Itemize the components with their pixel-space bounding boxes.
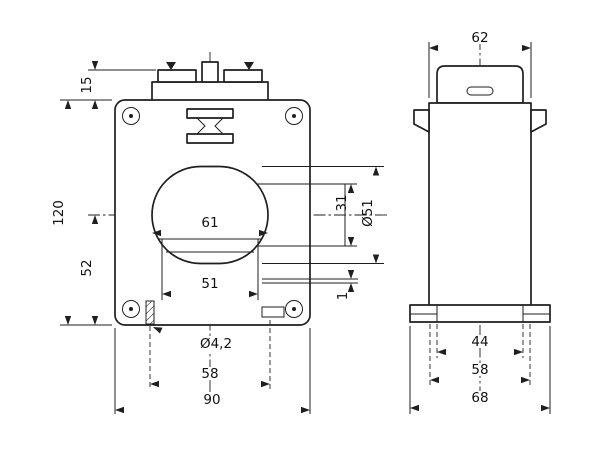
dim-label-44: 44 bbox=[471, 334, 488, 350]
dim-58-front: 58 bbox=[149, 320, 271, 390]
terminal-center-screw bbox=[201, 61, 219, 83]
terminal-screw-mark-right-icon bbox=[244, 62, 254, 70]
dim-label-120: 120 bbox=[51, 200, 67, 226]
slot-left bbox=[145, 300, 155, 325]
corner-screws bbox=[122, 107, 303, 318]
dim-label-51: 51 bbox=[201, 276, 218, 292]
front-view: 15 120 52 61 51 31 bbox=[51, 52, 388, 414]
terminal-tower-right bbox=[223, 69, 263, 83]
dim-58-side: 58 bbox=[429, 324, 531, 386]
side-cap bbox=[436, 65, 524, 104]
ear-right bbox=[530, 109, 547, 133]
dim-label-90: 90 bbox=[203, 392, 220, 408]
side-body bbox=[428, 102, 532, 308]
dim-label-52: 52 bbox=[79, 259, 95, 276]
winding-symbol bbox=[186, 108, 234, 144]
dim-51: 51 bbox=[161, 244, 259, 300]
mounting-slots bbox=[145, 300, 285, 325]
ear-left bbox=[413, 109, 430, 133]
dim-61: 61 bbox=[152, 215, 268, 237]
dim-62: 62 bbox=[428, 30, 532, 98]
terminal-block bbox=[151, 61, 269, 103]
dim-44: 44 bbox=[436, 324, 524, 358]
dim-label-31: 31 bbox=[334, 194, 350, 211]
side-view: 62 44 58 68 bbox=[409, 30, 551, 414]
terminal-screw-mark-left-icon bbox=[166, 62, 176, 70]
dim-31: 31 bbox=[334, 183, 357, 247]
screw-top-left-icon bbox=[122, 107, 140, 125]
dim-120: 120 bbox=[51, 100, 112, 326]
cap-slot bbox=[466, 86, 494, 96]
dim-label-62: 62 bbox=[471, 30, 488, 46]
side-window bbox=[257, 183, 346, 247]
dim-52: 52 bbox=[79, 215, 99, 325]
dim-dia51: Ø51 bbox=[262, 166, 384, 264]
dim-label-15: 15 bbox=[79, 76, 95, 93]
dim-label-61: 61 bbox=[201, 215, 218, 231]
dim-68: 68 bbox=[409, 326, 551, 414]
screw-top-right-icon bbox=[285, 107, 303, 125]
dim-dia42: Ø4,2 bbox=[152, 327, 238, 352]
terminal-tower-left bbox=[157, 69, 197, 83]
screw-bottom-right-icon bbox=[285, 300, 303, 318]
dim-label-68: 68 bbox=[471, 390, 488, 406]
center-opening bbox=[151, 165, 269, 265]
thin-plate bbox=[262, 278, 358, 284]
dim-label-58-front: 58 bbox=[201, 366, 218, 382]
dim-label-dia42: Ø4,2 bbox=[200, 336, 232, 352]
terminal-base bbox=[151, 81, 269, 103]
dim-1: 1 bbox=[335, 270, 355, 301]
side-base bbox=[409, 304, 551, 323]
dim-label-1: 1 bbox=[335, 292, 351, 301]
dim-90: 90 bbox=[114, 328, 311, 414]
dim-label-58-side: 58 bbox=[471, 362, 488, 378]
front-body bbox=[114, 99, 311, 326]
dim-label-dia51: Ø51 bbox=[360, 199, 376, 227]
screw-bottom-left-icon bbox=[122, 300, 140, 318]
slot-right bbox=[261, 306, 285, 318]
